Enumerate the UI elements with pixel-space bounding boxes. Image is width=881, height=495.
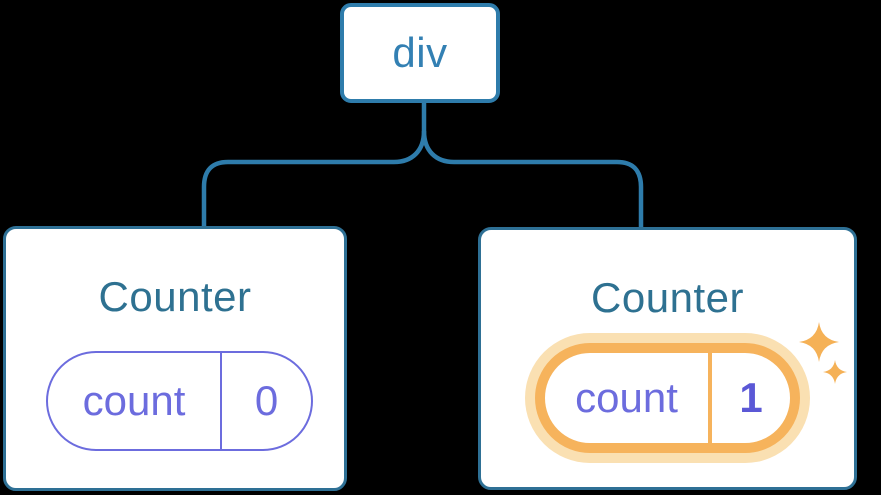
state-value: 0 [254,377,279,424]
root-node: div [340,3,500,103]
state-pill-highlighted: count 1 [535,343,800,453]
component-title: Counter [591,274,744,321]
pill-divider [708,353,712,443]
state-pill: count 0 [46,351,313,451]
sparkle-icon [799,322,847,384]
sparkle-small [823,360,847,384]
state-key-label: count [575,374,678,421]
connector-branch-right [421,130,644,228]
counter-node-left: Counter count 0 [3,226,347,491]
state-key-label: count [82,377,186,424]
root-node-label: div [392,29,448,76]
sparkle-large [799,322,839,362]
component-title: Counter [98,273,252,320]
counter-node-right: Counter count 1 [478,227,857,490]
connector-branch-left [201,130,427,227]
pill-divider [220,353,222,449]
state-value: 1 [739,374,763,421]
